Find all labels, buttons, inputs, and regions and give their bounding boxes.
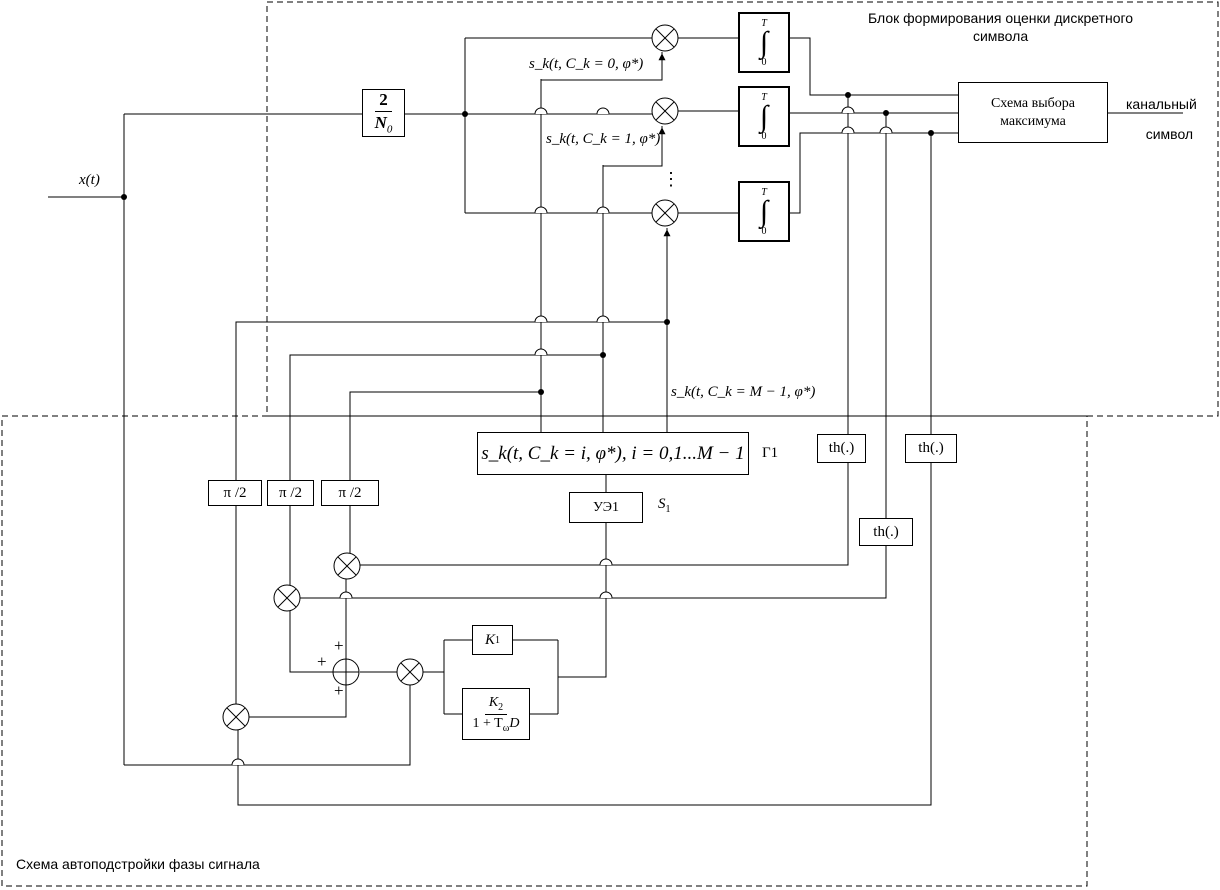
phase-shifter-3: π /2 [321, 480, 379, 506]
multiplier-pll-2 [273, 584, 301, 612]
summer [332, 658, 360, 686]
integrator-2: T∫0 [738, 86, 790, 147]
summer-sign-top: + [334, 636, 344, 655]
max-selector-block: Схема выбора максимума [958, 82, 1108, 143]
multiplier-refM [651, 199, 679, 227]
reference-label-M: s_k(t, C_k = M − 1, φ*) [671, 384, 816, 400]
filter-k2-block: K2 1 + TωD [462, 688, 530, 740]
integrator-1: T∫0 [738, 12, 790, 73]
integral-icon: ∫ [759, 194, 769, 228]
multiplier-pll-3 [222, 703, 250, 731]
max-selector-line1: Схема выбора [990, 95, 1076, 111]
gain-denominator-sub: 0 [386, 123, 393, 136]
estimation-title-line1: Блок формирования оценки дискретного [868, 10, 1134, 26]
th-label-3: th(.) [918, 440, 944, 456]
integrator-2-upper: T [761, 91, 767, 103]
control-s-sub: 1 [665, 504, 671, 515]
integrator-1-upper: T [761, 17, 767, 29]
multiplier-pll-1 [333, 552, 361, 580]
control-element-label: УЭ1 [593, 499, 619, 515]
gain-block: 2 N0 [362, 89, 405, 137]
th-block-1: th(.) [817, 434, 866, 463]
k2-den-tail: D [509, 715, 520, 731]
input-signal-label: x(t) [79, 172, 100, 188]
phase-shifter-label-2: π /2 [279, 484, 302, 501]
max-selector-line2: максимума [1000, 113, 1066, 129]
output-label: канальный символ [1126, 89, 1197, 149]
generator-block: s_k(t, C_k = i, φ*), i = 0,1...M − 1 [477, 432, 749, 475]
multiplier-ref0 [651, 24, 679, 52]
output-line2: символ [1145, 126, 1194, 142]
th-label-2: th(.) [873, 523, 899, 540]
gain-denominator: N [374, 113, 387, 133]
integrator-3-lower: 0 [761, 225, 767, 237]
phase-shifter-label-3: π /2 [338, 484, 362, 501]
k1-sub: 1 [495, 634, 500, 646]
output-line1: канальный [1126, 96, 1197, 112]
generator-label: Г1 [762, 445, 779, 461]
multiplier-ref1 [651, 97, 679, 125]
integral-icon: ∫ [759, 25, 769, 59]
integrator-2-lower: 0 [761, 130, 767, 142]
k2-den: 1 + T [472, 715, 503, 731]
reference-label-0: s_k(t, C_k = 0, φ*) [529, 56, 644, 72]
th-block-2: th(.) [859, 518, 913, 546]
gain-numerator: 2 [375, 90, 392, 113]
control-element-block: УЭ1 [569, 492, 643, 523]
integrator-3: T∫0 [738, 181, 790, 242]
summer-sign-bottom: + [334, 681, 344, 700]
k2-letter: K [488, 694, 499, 710]
pll-block-title: Схема автоподстройки фазы сигнала [16, 856, 260, 872]
phase-shifter-label-1: π /2 [223, 484, 247, 501]
generator-formula: s_k(t, C_k = i, φ*), i = 0,1...M − 1 [481, 442, 745, 464]
pll-block-outline [1, 415, 1088, 887]
phase-shifter-2: π /2 [267, 480, 314, 506]
integral-icon: ∫ [759, 99, 769, 133]
estimation-title-line2: символа [972, 28, 1029, 44]
estimation-block-title: Блок формирования оценки дискретного сим… [868, 9, 1133, 45]
phase-shifter-1: π /2 [208, 480, 262, 506]
k1-letter: K [484, 631, 495, 648]
k2-sub: 2 [498, 701, 504, 713]
integrator-1-lower: 0 [761, 56, 767, 68]
control-s-label: S1 [658, 497, 671, 515]
th-label-1: th(.) [828, 440, 855, 456]
k2-den-sub: ω [502, 722, 510, 734]
ellipsis-dots: ⋮ [662, 169, 680, 189]
summer-sign-left: + [317, 652, 327, 671]
reference-label-1: s_k(t, C_k = 1, φ*) [546, 131, 661, 147]
control-s-letter: S [658, 496, 666, 512]
multiplier-pll-4 [396, 658, 424, 686]
estimation-block-outline [266, 1, 1219, 417]
th-block-3: th(.) [905, 434, 957, 463]
integrator-3-upper: T [761, 186, 767, 198]
